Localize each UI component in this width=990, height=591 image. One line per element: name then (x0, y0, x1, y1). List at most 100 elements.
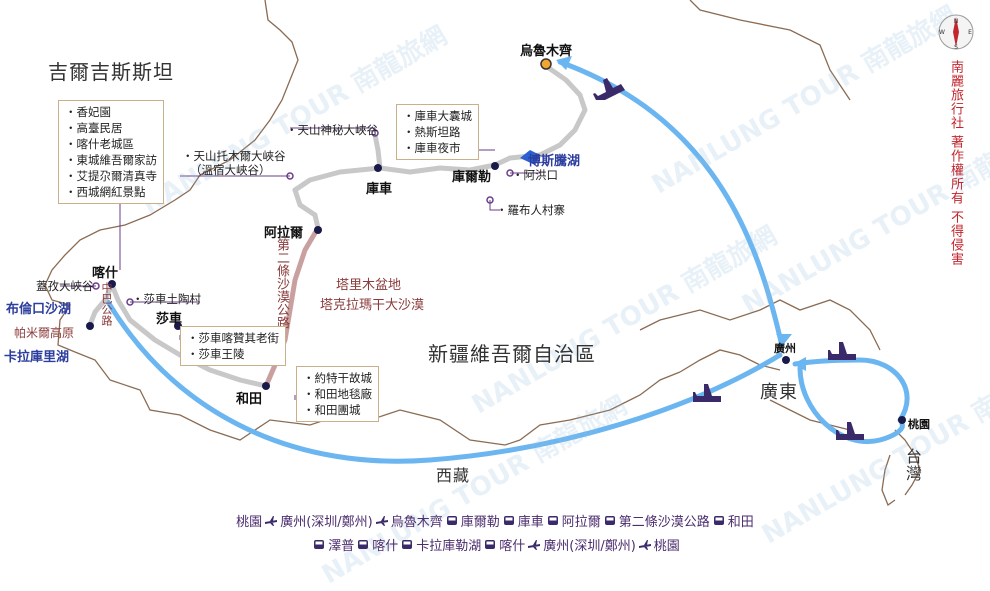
poi-tarim-basin: 塔里木盆地 (336, 278, 402, 293)
itinerary-stop: 阿拉爾 (561, 515, 601, 530)
shache-attractions-box: ・莎車喀贊其老街 ・莎車王陵 (180, 326, 286, 366)
hotan-marker (262, 382, 270, 390)
box-item: ・喀什老城區 (65, 137, 134, 151)
bus-icon (314, 539, 325, 549)
korla-marker (491, 162, 499, 170)
hotan-attractions-box: ・約特干故城 ・和田地毯廠 ・和田團城 (296, 366, 379, 422)
poi-ahongkou: ・阿洪口 (512, 168, 558, 182)
box-item: ・約特干故城 (303, 371, 372, 385)
poi-china-pakistan-road: 中巴公路 (100, 282, 113, 326)
itinerary-stop: 喀什 (499, 539, 526, 554)
plane-icon (836, 422, 864, 440)
urumqi-marker (540, 58, 552, 70)
plane-icon (693, 384, 721, 402)
box-item: ・高臺民居 (65, 121, 123, 135)
region-tibet: 西藏 (436, 466, 471, 485)
box-item: ・莎車王陵 (187, 347, 245, 361)
kashgar-marker (108, 280, 116, 288)
bus-icon (547, 515, 558, 525)
region-kyrgyzstan: 吉爾吉斯斯坦 (48, 60, 174, 84)
kuqa-attractions-box: ・庫車大囊城 ・熱斯坦路 ・庫車夜市 (396, 104, 479, 160)
box-item: ・熱斯坦路 (403, 125, 461, 139)
poi-shache-earth-village: ・莎車土陶村 (132, 292, 201, 306)
land-routes (87, 63, 588, 389)
itinerary-stop: 和田 (727, 515, 754, 530)
flight-kashgar-guangzhou (105, 299, 783, 464)
compass-w: W (939, 29, 945, 36)
plane-icon (828, 342, 856, 360)
city-korla: 庫爾勒 (452, 170, 492, 185)
city-kashgar: 喀什 (92, 266, 119, 281)
poi-bulunkou-lake: 布倫口沙湖 (6, 302, 72, 317)
compass-s: S (954, 44, 958, 51)
itinerary-line-2: 澤普 喀什 卡拉庫勒湖 喀什 廣州(深圳/鄭州) 桃園 (0, 535, 990, 554)
itinerary-stop: 廣州(深圳/鄭州) (280, 515, 373, 530)
road-korla-kuqa (292, 162, 498, 193)
plane-icon (375, 515, 388, 526)
bus-icon (713, 515, 724, 525)
city-kuqa: 庫車 (366, 182, 393, 197)
region-taiwan: 台灣 (903, 448, 922, 482)
bus-icon (358, 539, 369, 549)
plane-icon (593, 78, 625, 100)
box-item: ・香妃園 (65, 105, 111, 119)
flight-taoyuan-guangzhou (792, 357, 910, 423)
road-urumqi-korla (492, 63, 588, 168)
city-shache: 莎車 (156, 312, 183, 327)
itinerary-stop: 桃園 (236, 515, 263, 530)
bus-icon (604, 515, 615, 525)
kashgar-attractions-box: ・香妃園 ・高臺民居 ・喀什老城區 ・東城維吾爾家訪 ・艾提尕爾清真寺 ・西城網… (58, 100, 164, 204)
compass-icon: N S E W (938, 14, 974, 51)
box-item: ・西城網紅景點 (65, 185, 146, 199)
itinerary-line-1: 桃園廣州(深圳/鄭州)烏魯木齊庫爾勒庫車阿拉爾第二條沙漠公路和田 (0, 511, 990, 530)
itinerary-stop: 喀什 (372, 539, 399, 554)
road-kashgar-shache-hotan (109, 282, 269, 389)
plane-icons (593, 78, 864, 440)
poi-tomur-canyon-sub: （溫宿大峽谷） (190, 163, 271, 177)
taoyuan-marker (898, 416, 906, 424)
poi-desert-road: 第二條沙漠公路 (274, 238, 289, 329)
road-misc (372, 132, 383, 171)
itinerary-stop: 桃園 (653, 539, 680, 554)
itinerary-stop: 澤普 (328, 539, 355, 554)
aral-marker (314, 226, 322, 234)
itinerary-stop: 廣州(深圳/鄭州) (543, 539, 636, 554)
poi-pamir-plateau: 帕米爾高原 (14, 326, 75, 340)
box-item: ・和田團城 (303, 403, 361, 417)
karakul-marker (86, 322, 94, 330)
flight-guangzhou-taoyuan (797, 365, 905, 444)
bus-icon (485, 539, 496, 549)
box-item: ・庫車大囊城 (403, 109, 472, 123)
compass-e: E (968, 29, 972, 36)
itinerary-stop: 卡拉庫勒湖 (416, 539, 482, 554)
bus-icon (503, 515, 514, 525)
region-guangdong: 廣東 (760, 382, 798, 403)
plane-icon (638, 539, 651, 550)
city-aral: 阿拉爾 (264, 226, 304, 241)
bus-icon (402, 539, 413, 549)
plane-icon (528, 539, 541, 550)
itinerary-stop: 第二條沙漠公路 (618, 515, 710, 530)
province-borders (44, 0, 921, 507)
city-guangzhou: 廣州 (774, 342, 796, 355)
road-kashgar-karakul (87, 282, 115, 328)
city-taoyuan: 桃園 (908, 418, 930, 431)
flight-arrows (556, 56, 806, 371)
box-item: ・莎車喀贊其老街 (187, 331, 279, 345)
copyright-notice: 南麗旅行社 著作權所有 不得侵害 (948, 60, 963, 267)
kuqa-marker (374, 164, 382, 172)
region-xinjiang: 新疆維吾爾自治區 (428, 342, 596, 366)
city-hotan: 和田 (236, 392, 263, 407)
city-markers (86, 58, 906, 424)
bosten-lake-shape (520, 150, 540, 165)
poi-karakul-lake: 卡拉庫里湖 (4, 350, 70, 365)
guangzhou-marker (782, 356, 790, 364)
box-item: ・東城維吾爾家訪 (65, 153, 157, 167)
box-item: ・艾提尕爾清真寺 (65, 169, 157, 183)
itinerary-stop: 庫爾勒 (460, 515, 500, 530)
itinerary-stop: 庫車 (517, 515, 544, 530)
poi-tianshan-canyon: ・天山神秘大峽谷 (286, 123, 378, 137)
poi-lop-village: ・羅布人村寨 (496, 203, 565, 217)
city-urumqi: 烏魯木齊 (520, 44, 573, 59)
poi-taklimakan: 塔克拉瑪干大沙漠 (320, 298, 425, 313)
